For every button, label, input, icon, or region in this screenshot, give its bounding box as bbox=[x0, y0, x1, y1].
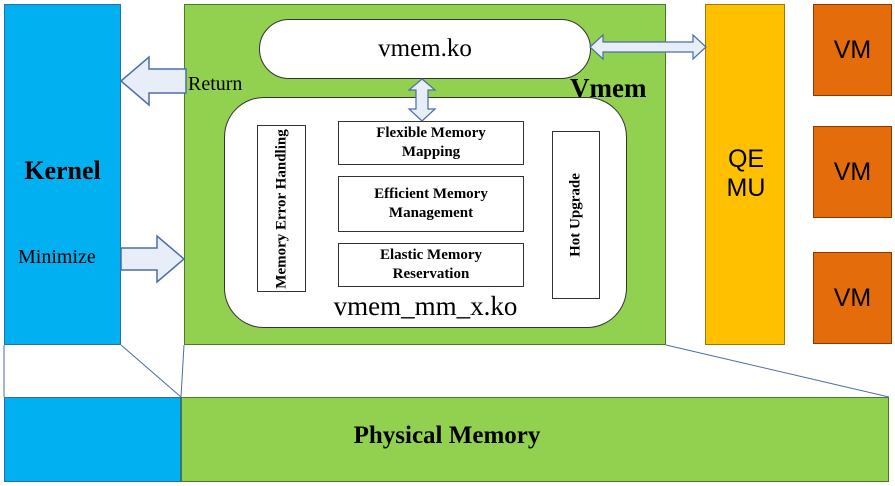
physical-memory-vmem-segment bbox=[181, 397, 889, 482]
vm-block-2: VM bbox=[813, 126, 892, 218]
qemu-link-arrow bbox=[589, 33, 707, 61]
qemu-block: QE MU bbox=[705, 4, 785, 345]
memory-error-handling-box: Memory Error Handling bbox=[257, 125, 306, 292]
flexible-memory-mapping-box: Flexible Memory Mapping bbox=[338, 121, 524, 165]
minimize-label: Minimize bbox=[18, 246, 96, 268]
vm-block-1: VM bbox=[813, 4, 892, 96]
flexible-memory-mapping-label: Flexible Memory Mapping bbox=[376, 125, 486, 160]
return-arrow bbox=[119, 55, 187, 107]
kernel-map-line-right bbox=[120, 344, 182, 398]
hot-upgrade-box: Hot Upgrade bbox=[552, 131, 600, 299]
vm-label: VM bbox=[833, 283, 872, 312]
qemu-label-line2: MU bbox=[726, 174, 766, 202]
kernel-block bbox=[4, 4, 121, 345]
vm-label: VM bbox=[833, 157, 872, 186]
return-label: Return bbox=[188, 73, 243, 95]
vmem-ko-label: vmem.ko bbox=[378, 35, 472, 62]
qemu-label-line1: QE bbox=[727, 145, 765, 173]
qemu-label: QE MU bbox=[706, 145, 786, 203]
elastic-memory-reservation-box: Elastic Memory Reservation bbox=[338, 243, 524, 287]
physical-memory-kernel-segment bbox=[4, 397, 181, 482]
vmem-mm-label: vmem_mm_x.ko bbox=[333, 291, 518, 321]
vmem-ko-module: vmem.ko bbox=[259, 19, 591, 79]
vmem-map-line-right bbox=[665, 344, 890, 398]
efficient-memory-management-box: Efficient Memory Management bbox=[338, 176, 524, 232]
efficient-memory-management-label: Efficient Memory Management bbox=[374, 186, 488, 221]
vmem-map-line-left bbox=[180, 344, 185, 398]
ko-link-arrow bbox=[407, 78, 437, 122]
physical-memory-label: Physical Memory bbox=[353, 422, 541, 449]
elastic-memory-reservation-label: Elastic Memory Reservation bbox=[379, 247, 483, 282]
minimize-arrow bbox=[120, 234, 186, 284]
kernel-label: Kernel bbox=[24, 156, 101, 185]
vm-label: VM bbox=[833, 35, 872, 64]
vm-block-3: VM bbox=[813, 252, 892, 344]
